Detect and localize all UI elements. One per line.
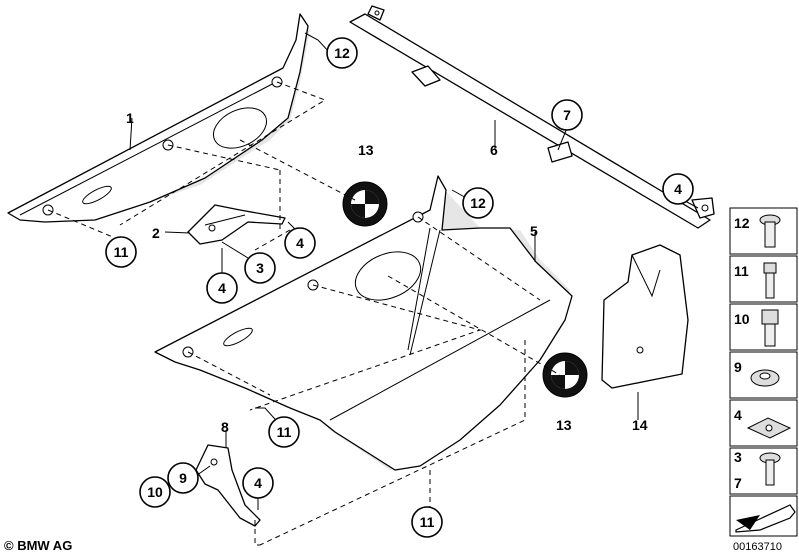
callout-circle-3: 3 (244, 252, 276, 284)
svg-text:4: 4 (218, 280, 226, 296)
legend-label-7: 7 (734, 475, 742, 491)
svg-text:9: 9 (179, 470, 187, 486)
legend-label-3: 3 (734, 449, 742, 465)
callout-circle-10: 10 (139, 476, 171, 508)
part-6-support-rod (349, 5, 715, 229)
svg-text:7: 7 (563, 107, 571, 123)
orientation-arrow-icon (735, 504, 796, 533)
clip-nut-4-icon (746, 417, 792, 439)
callout-circle-12-upper: 12 (326, 37, 358, 69)
svg-text:11: 11 (114, 244, 129, 260)
svg-text:3: 3 (256, 260, 264, 276)
callout-circle-11-bottom: 11 (411, 506, 443, 538)
svg-text:10: 10 (147, 484, 163, 500)
legend-label-10: 10 (734, 311, 750, 327)
callout-13-lower: 13 (556, 417, 572, 433)
svg-text:11: 11 (277, 424, 292, 440)
callout-8: 8 (221, 419, 229, 435)
legend-label-11: 11 (734, 263, 749, 279)
callout-circle-11-mid: 11 (268, 416, 300, 448)
callout-2: 2 (152, 225, 160, 241)
callout-circle-12-lower: 12 (462, 187, 494, 219)
svg-text:11: 11 (420, 514, 435, 530)
part-14-pad (601, 244, 689, 389)
callout-circle-7: 7 (551, 99, 583, 131)
screw-12-icon (759, 214, 781, 248)
part-8-bracket (195, 444, 261, 527)
callout-6: 6 (490, 142, 498, 158)
fastener-legend: 12 11 10 9 4 3 7 (729, 207, 798, 537)
leader-lines (129, 32, 699, 510)
bmw-badge-lower (542, 352, 588, 398)
part-1-trim-panel (7, 13, 310, 223)
part-5-trim-panel (154, 175, 573, 471)
legend-label-12: 12 (734, 215, 750, 231)
svg-text:4: 4 (254, 475, 262, 491)
copyright-text: © BMW AG (4, 538, 73, 553)
callout-5: 5 (530, 223, 538, 239)
callout-13-upper: 13 (358, 142, 374, 158)
legend-label-4: 4 (734, 407, 742, 423)
callout-1: 1 (126, 110, 134, 126)
callout-circle-4-rod: 4 (662, 173, 694, 205)
callout-circle-11-left: 11 (105, 236, 137, 268)
svg-text:12: 12 (470, 195, 486, 211)
part-2-bracket (187, 204, 286, 245)
washer-9-icon (750, 369, 780, 387)
assembly-lines (47, 81, 561, 546)
screw-11-icon (763, 262, 777, 299)
svg-text:12: 12 (334, 45, 350, 61)
bmw-badge-upper (342, 181, 388, 227)
legend-label-9: 9 (734, 359, 742, 375)
document-number: 00163710 (733, 541, 782, 553)
callout-14: 14 (632, 417, 648, 433)
callout-circle-4-left: 4 (206, 272, 238, 304)
screw-3-7-icon (759, 452, 781, 486)
callout-circle-9: 9 (167, 462, 199, 494)
svg-text:4: 4 (674, 181, 682, 197)
callout-circle-4-bracket: 4 (284, 227, 316, 259)
screw-10-icon (761, 309, 779, 347)
svg-text:4: 4 (296, 235, 304, 251)
callout-circle-4-lower: 4 (242, 467, 274, 499)
